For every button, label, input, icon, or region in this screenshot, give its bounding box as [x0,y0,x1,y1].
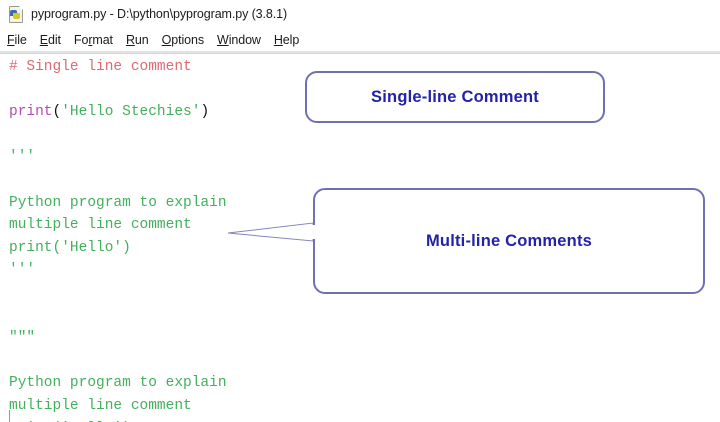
code-token-kw: print [9,104,53,121]
menu-bar: File Edit Format Run Options Window Help [0,30,720,50]
menu-item-run[interactable]: Run [125,33,149,47]
code-line: Python program to explain [9,372,227,395]
callout-single-line-comment: Single-line Comment [305,71,605,123]
callout-tail-notch [312,225,317,239]
code-line: ''' [9,259,227,282]
code-token-string: Python program to explain [9,194,227,211]
code-token-string: multiple line comment [9,217,192,234]
code-line [9,79,227,102]
code-token-string: print('Hello') [9,239,131,256]
menubar-divider [0,51,720,54]
code-token-string: Python program to explain [9,375,227,392]
code-line: ''' [9,146,227,169]
code-token-string: ''' [9,149,36,166]
menu-item-format[interactable]: Format [73,33,113,47]
menu-mnemonic: r [88,33,93,47]
callout-single-line-label: Single-line Comment [371,87,539,106]
menu-mnemonic: O [161,33,172,47]
menu-mnemonic: E [39,33,49,47]
source-code[interactable]: # Single line comment print('Hello Stech… [9,56,227,422]
text-caret [9,410,10,422]
code-token-plain: ) [200,104,210,121]
python-file-icon [8,6,24,23]
code-token-plain: ( [52,104,62,121]
callout-multi-line-comments: Multi-line Comments [312,188,705,294]
code-token-string: 'Hello Stechies' [61,104,201,121]
code-line: print('Hello Stechies') [9,101,227,124]
code-line: """ [9,327,227,350]
menu-item-edit[interactable]: Edit [39,33,61,47]
code-line: multiple line comment [9,395,227,418]
menu-mnemonic: W [216,33,229,47]
menu-mnemonic: H [273,33,283,47]
code-line [9,124,227,147]
code-token-string: multiple line comment [9,397,192,414]
code-line: print('Hello') [9,237,227,260]
callout-multi-line-label: Multi-line Comments [425,231,593,250]
menu-item-window[interactable]: Window [216,33,261,47]
code-token-comment: # Single line comment [9,59,192,75]
menu-item-help[interactable]: Help [273,33,300,47]
code-line [9,282,227,305]
menu-item-file[interactable]: File [7,33,27,47]
code-token-string: print('Hello') [9,421,131,422]
menu-mnemonic: R [125,33,135,47]
code-line [9,305,227,328]
code-token-string: ''' [9,262,36,279]
menu-mnemonic: F [7,33,15,47]
menu-item-options[interactable]: Options [161,33,204,47]
code-line: multiple line comment [9,214,227,237]
title-bar: pyprogram.py - D:\python\pyprogram.py (3… [0,0,720,28]
code-line: # Single line comment [9,56,227,79]
code-line [9,350,227,373]
window-title: pyprogram.py - D:\python\pyprogram.py (3… [31,7,288,21]
code-line: Python program to explain [9,192,227,215]
code-token-string: """ [9,330,36,347]
code-line [9,169,227,192]
code-line: print('Hello') [9,418,227,422]
